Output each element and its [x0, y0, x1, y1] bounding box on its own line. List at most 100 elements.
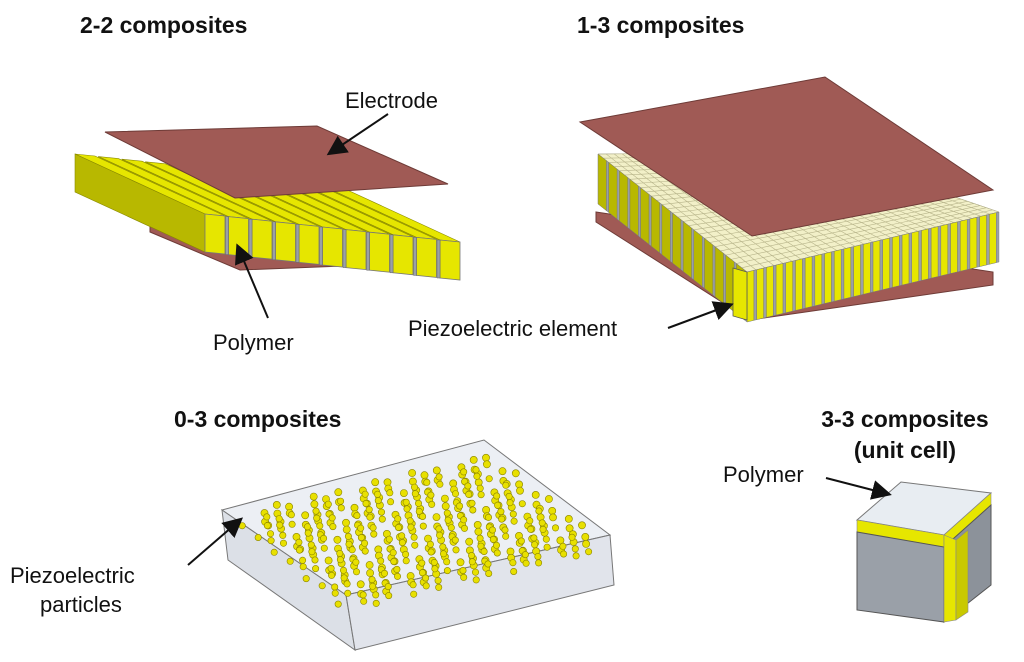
- piezo-particle: [410, 483, 418, 491]
- piezo-particle: [398, 532, 406, 540]
- piezo-particle: [374, 497, 382, 505]
- piezo-particle: [399, 489, 408, 497]
- piezo-particle: [407, 523, 415, 531]
- piezo-particle: [432, 513, 441, 521]
- piezo-particle: [535, 559, 543, 567]
- piezo-particle: [426, 540, 434, 548]
- label-piezoelectric-particles-2: particles: [40, 592, 122, 617]
- piezo-particle: [502, 532, 510, 540]
- piezo-particle: [393, 565, 401, 573]
- piezo-particle: [353, 512, 361, 520]
- piezo-particle: [308, 548, 316, 556]
- piezo-particle: [539, 525, 547, 533]
- composite-2-2-figure: [74, 113, 461, 319]
- piezo-particle: [302, 575, 310, 583]
- piezo-particle: [368, 576, 376, 584]
- piezo-particle: [312, 507, 320, 515]
- piezo-particle: [386, 489, 394, 497]
- piezo-particle: [497, 508, 505, 516]
- piezo-particle: [493, 549, 501, 557]
- piezo-particle: [410, 590, 418, 598]
- piezo-particle: [362, 499, 370, 507]
- piezo-pillar: [979, 214, 987, 267]
- piezo-particle: [263, 513, 271, 521]
- particles-arrow: [187, 517, 244, 566]
- piezo-particle: [340, 574, 348, 582]
- piezo-particle: [482, 460, 491, 469]
- piezo-particle: [414, 499, 422, 507]
- piezo-slab: [298, 223, 320, 265]
- piezo-particle: [411, 490, 419, 498]
- piezo-particle: [506, 499, 514, 507]
- piezo-pillar: [882, 237, 890, 291]
- piezo-pillar: [766, 265, 774, 318]
- piezo-particle: [443, 567, 451, 575]
- piezo-particle: [403, 505, 411, 513]
- title-3-3-unit-cell: (unit cell): [853, 437, 957, 463]
- piezo-particle: [564, 515, 573, 523]
- piezo-particle: [549, 513, 557, 522]
- piezo-particle: [459, 566, 467, 574]
- piezo-particle: [299, 556, 307, 564]
- piezo-particle: [272, 500, 281, 509]
- piezo-particle: [436, 531, 444, 539]
- piezo-particle: [498, 467, 507, 476]
- piezo-particle: [585, 548, 593, 556]
- piezo-pillar: [959, 219, 968, 272]
- piezo-particle: [472, 466, 480, 474]
- piezo-pillar: [672, 212, 682, 271]
- piezo-particle: [254, 533, 262, 541]
- piezo-pillar: [608, 161, 618, 220]
- piezo-particle: [422, 582, 430, 590]
- title-1-3-composites: 1-3 composites: [577, 12, 745, 38]
- piezo-particle: [385, 535, 393, 543]
- piezo-particle: [287, 511, 295, 519]
- piezo-pillar: [814, 253, 823, 307]
- top-electrode-2-2: [104, 125, 449, 199]
- piezo-pillar: [930, 226, 939, 279]
- piezo-particle: [385, 592, 393, 600]
- piezo-particle: [377, 557, 385, 565]
- piezo-particle: [484, 513, 492, 521]
- piezo-particle: [572, 552, 580, 560]
- title-2-2-composites: 2-2 composites: [80, 12, 248, 38]
- piezo-particle: [366, 513, 374, 521]
- piezo-particle: [415, 507, 423, 515]
- piezo-slab: [369, 231, 390, 273]
- piezo-particle: [469, 506, 477, 514]
- piezo-particle: [582, 540, 590, 548]
- polymer-layer: [319, 226, 323, 266]
- piezo-particle: [493, 492, 501, 500]
- piezo-particle: [427, 548, 435, 556]
- composite-1-3-figure: [578, 76, 1000, 329]
- polymer-layer: [366, 231, 370, 271]
- piezo-particle: [366, 569, 374, 577]
- piezo-particle: [288, 520, 296, 528]
- piezo-pillar: [872, 240, 881, 293]
- piezo-particle: [372, 591, 380, 599]
- piezo-particle: [531, 541, 539, 549]
- piezo-pillar: [661, 204, 671, 262]
- piezo-particle: [327, 564, 335, 572]
- piezo-particle: [534, 552, 542, 560]
- piezo-particle: [390, 557, 398, 565]
- piezo-pillar: [775, 263, 784, 316]
- piezo-particle: [337, 497, 345, 505]
- piezo-pillar: [901, 233, 910, 286]
- title-0-3-composites: 0-3 composites: [174, 406, 342, 432]
- piezo-particle: [334, 600, 342, 608]
- piezo-particle: [527, 525, 535, 533]
- piezo-particle: [460, 516, 468, 524]
- piezo-particle: [509, 559, 517, 567]
- piezo-particle: [531, 490, 540, 499]
- piezo-pillar: [704, 237, 714, 296]
- piezo-particle: [371, 478, 380, 487]
- piezo-slab: [204, 213, 226, 255]
- piezo-particle: [344, 589, 352, 597]
- label-piezoelectric-element: Piezoelectric element: [408, 316, 618, 341]
- piezo-slab: [275, 221, 296, 263]
- piezo-particle: [402, 498, 410, 506]
- piezo-particle: [342, 518, 350, 527]
- piezo-particle: [473, 521, 482, 529]
